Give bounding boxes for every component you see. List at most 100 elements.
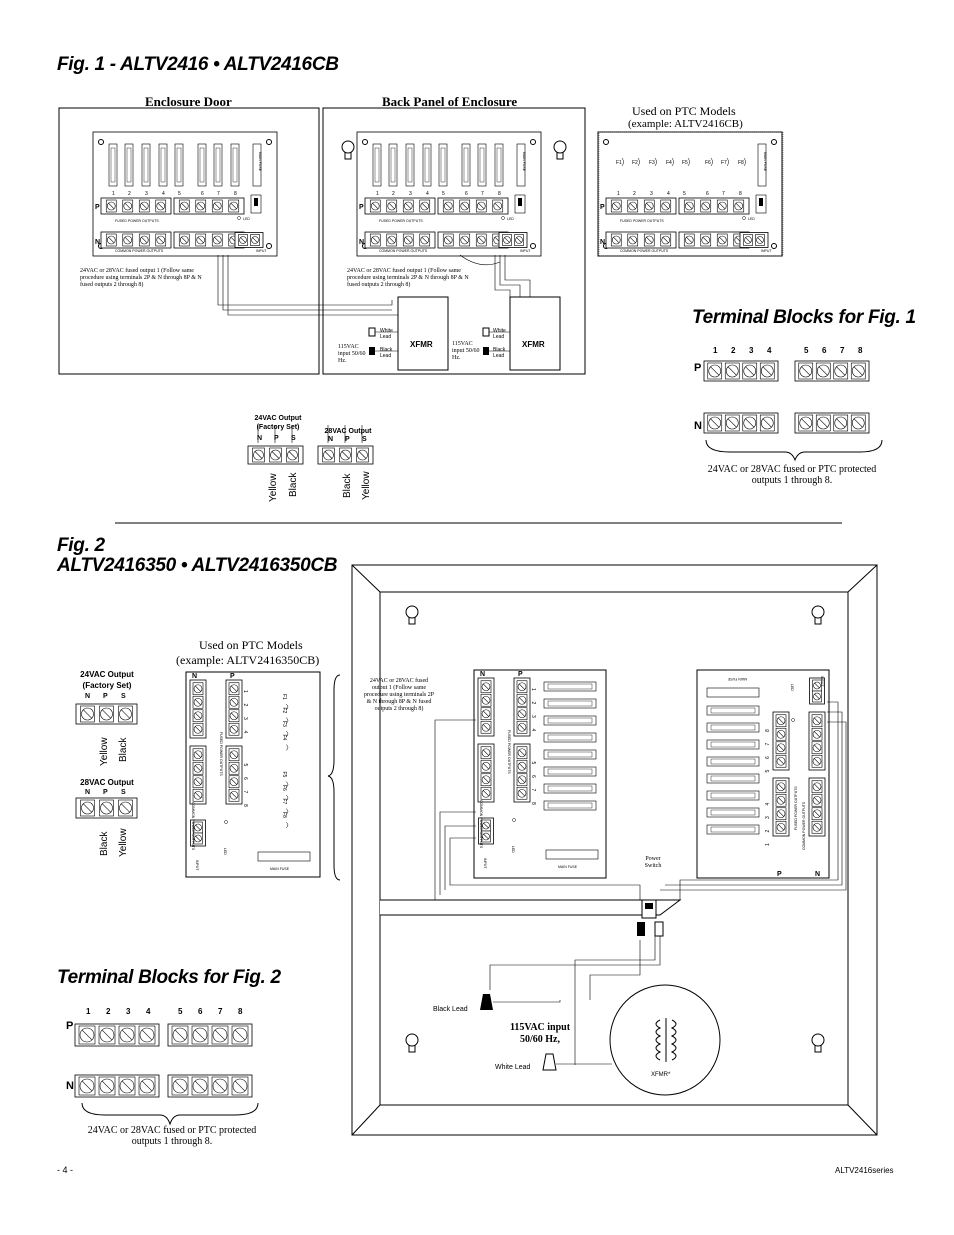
svg-text:INPUT: INPUT [195,860,199,871]
main-fuse-icon [706,687,760,698]
svg-text:F6: F6 [281,785,287,791]
svg-text:3: 3 [145,191,148,197]
svg-text:1: 1 [617,191,620,197]
black-lead-icon [480,994,493,1010]
input-terminal-strip [809,677,825,705]
svg-text:COMMON POWER OUTPUTS: COMMON POWER OUTPUTS [479,800,483,849]
fuse-icon [543,698,597,709]
svg-text:FUSED POWER OUTPUTS: FUSED POWER OUTPUTS [219,732,223,776]
brace [327,674,341,881]
out24-strip-fig2 [75,703,138,725]
tb-number: 1 [86,1007,91,1016]
black-lead-label: Black Lead [493,347,506,359]
tb-number: 7 [218,1007,223,1016]
svg-text:7: 7 [217,191,220,197]
svg-text:INPUT: INPUT [483,858,487,869]
svg-text:FUSED POWER OUTPUTS: FUSED POWER OUTPUTS [379,219,423,223]
svg-text:F7: F7 [281,799,287,805]
tb-number: 6 [822,346,827,355]
fig2-title-line2: ALTV2416350 • ALTV2416350CB [57,555,338,576]
svg-text:6: 6 [706,191,709,197]
fig1-input-1: 115VAC input 50/60 Hz. [338,344,366,364]
out24-title-fig1: 24VAC Output [254,415,302,422]
page-number: - 4 - [57,1165,74,1175]
svg-text:2: 2 [530,702,536,705]
n-terminal-strip [100,231,172,249]
svg-text:2: 2 [392,191,395,197]
fuse-icon [141,143,151,187]
svg-text:FUSED POWER OUTPUTS: FUSED POWER OUTPUTS [620,219,664,223]
fuse-icon [706,824,760,835]
p-terminal-strip [513,677,531,737]
tb-number: 4 [146,1007,151,1016]
svg-text:4: 4 [765,803,771,806]
p-terminal-strip [364,197,436,215]
main-fuse-icon [757,143,767,187]
main-fuse-icon [516,143,526,187]
svg-text:P: P [600,204,605,211]
svg-text:5: 5 [765,770,771,773]
svg-text:6: 6 [765,756,771,759]
svg-text:1: 1 [530,688,536,691]
tb-row-n: N [66,1080,74,1092]
svg-text:2: 2 [765,830,771,833]
svg-text:8: 8 [739,191,742,197]
out28-title-fig2: 28VAC Output [80,778,134,787]
svg-text:3: 3 [409,191,412,197]
n-terminal-strip [678,231,750,249]
out24-sub-fig1: (Factory Set) [256,424,300,431]
p-terminal-strip [772,711,790,771]
led-icon [237,216,241,220]
svg-text:F2: F2 [281,708,287,714]
tb2-title: Terminal Blocks for Fig. 2 [57,967,281,988]
svg-text:LED: LED [243,217,250,221]
fuse-icon [543,681,597,692]
svg-text:P: P [359,204,364,211]
keyhole-icon [405,1033,419,1053]
svg-text:1: 1 [112,191,115,197]
fuse-icon [543,715,597,726]
ptc-label: F5 [682,160,688,166]
svg-text:5: 5 [530,762,536,765]
black-label: Black [118,737,129,762]
svg-text:LED: LED [748,217,755,221]
out28-strip [317,445,374,465]
tb2-p-strip-b [167,1023,253,1047]
svg-text:1: 1 [242,690,248,693]
svg-text:N: N [192,673,197,680]
keyhole-icon [553,140,567,160]
svg-text:7: 7 [481,191,484,197]
svg-text:4: 4 [530,729,536,732]
xfmr-box-1 [397,296,449,371]
fuse-icon [438,143,448,187]
svg-text:6: 6 [465,191,468,197]
svg-text:6: 6 [242,777,248,780]
fuse-icon [543,749,597,760]
fig1-note-right: 24VAC or 28VAC fused output 1 (Follow sa… [347,268,469,288]
tb-number: 5 [804,346,809,355]
fig1-wiring [217,254,531,316]
fuse-icon [706,790,760,801]
terminal-letter: S [291,435,296,442]
svg-text:P: P [230,673,235,680]
tb-number: 7 [840,346,845,355]
svg-text:3: 3 [765,816,771,819]
p-terminal-strip [678,197,750,215]
svg-text:INPUT: INPUT [256,249,267,253]
svg-text:8: 8 [765,729,771,732]
tb1-n-strip-a [703,412,779,434]
fuse-icon [405,143,415,187]
xfmr-label-1: XFMR [410,340,433,349]
main-fuse-label: MAIN FUSE [258,152,262,172]
svg-text:N: N [815,871,820,878]
main-fuse-label: MAIN FUSE [522,152,526,172]
tb1-n-strip-b [794,412,870,434]
terminal-letter: P [345,436,350,443]
svg-text:LED: LED [507,217,514,221]
fuse-icon [543,800,597,811]
xfmr-label-2: XFMR [522,340,545,349]
svg-text:F5: F5 [281,772,287,778]
out28-strip-fig2 [75,797,138,819]
svg-text:4: 4 [162,191,165,197]
back-panel-outline [322,107,586,375]
